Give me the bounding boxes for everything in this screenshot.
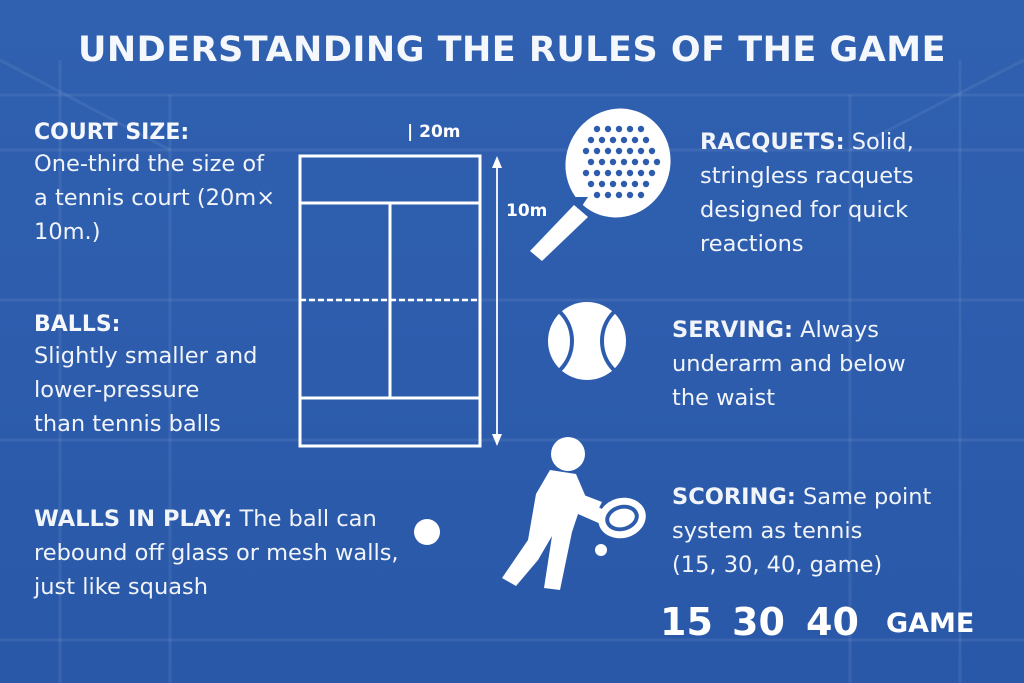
racquets-heading: RACQUETS: [700,129,845,155]
arrow-up-icon [492,156,502,168]
serving-line: underarm and below [672,351,906,377]
scoring-line-rest: Same point [795,484,932,510]
walls-heading: WALLS IN PLAY: [34,506,233,532]
page-title: UNDERSTANDING THE RULES OF THE GAME [77,30,947,70]
balls-block: BALLS: Slightly smaller and lower-pressu… [34,312,284,441]
walls-line-rest: The ball can [232,506,377,532]
score-15: 15 [660,600,713,644]
racquets-line: RACQUETS: Solid, [700,125,1000,159]
court-length-label: 10m [506,201,548,221]
score-40: 40 [806,600,859,644]
ball-icon [414,519,440,545]
racquets-block: RACQUETS: Solid, stringless racquets des… [700,125,1000,261]
scoring-heading: SCORING: [672,484,796,510]
balls-line: Slightly smaller and [34,343,258,369]
court-size-heading: COURT SIZE: [34,120,190,145]
scoreboard: 15 30 40 GAME [660,600,1000,650]
serving-line: SERVING: Always [672,313,1002,347]
court-size-line: a tennis court (20m× [34,185,276,211]
court-size-line: One-third the size of [34,151,265,177]
court-diagram [298,154,502,448]
serving-line: the waist [672,385,776,411]
racquets-line: reactions [700,231,804,257]
walls-line: just like squash [34,574,208,600]
tennis-ball-icon [548,302,626,380]
player-icon [502,437,646,590]
court-size-line: 10m.) [34,219,101,245]
arrow-down-icon [492,434,502,446]
score-game: GAME [886,608,975,639]
scoring-line: (15, 30, 40, game) [672,552,883,578]
balls-line: than tennis balls [34,411,221,437]
serving-block: SERVING: Always underarm and below the w… [672,313,1002,415]
serving-line-rest: Always [792,317,880,343]
racquets-line: designed for quick [700,197,909,223]
walls-line: rebound off glass or mesh walls, [34,540,399,566]
racquets-line-rest: Solid, [844,129,914,155]
scoring-line: system as tennis [672,518,863,544]
balls-heading: BALLS: [34,312,121,337]
padel-racquet-icon [530,108,671,261]
court-width-label: | 20m [407,122,461,142]
racquets-line: stringless racquets [700,163,914,189]
score-30: 30 [732,600,785,644]
scoring-line: SCORING: Same point [672,480,1002,514]
scoring-block: SCORING: Same point system as tennis (15… [672,480,1002,582]
court-size-block: COURT SIZE: One-third the size of a tenn… [34,120,284,249]
serving-heading: SERVING: [672,317,793,343]
balls-line: lower-pressure [34,377,200,403]
walls-line: WALLS IN PLAY: The ball can [34,502,414,536]
walls-block: WALLS IN PLAY: The ball can rebound off … [34,502,414,604]
